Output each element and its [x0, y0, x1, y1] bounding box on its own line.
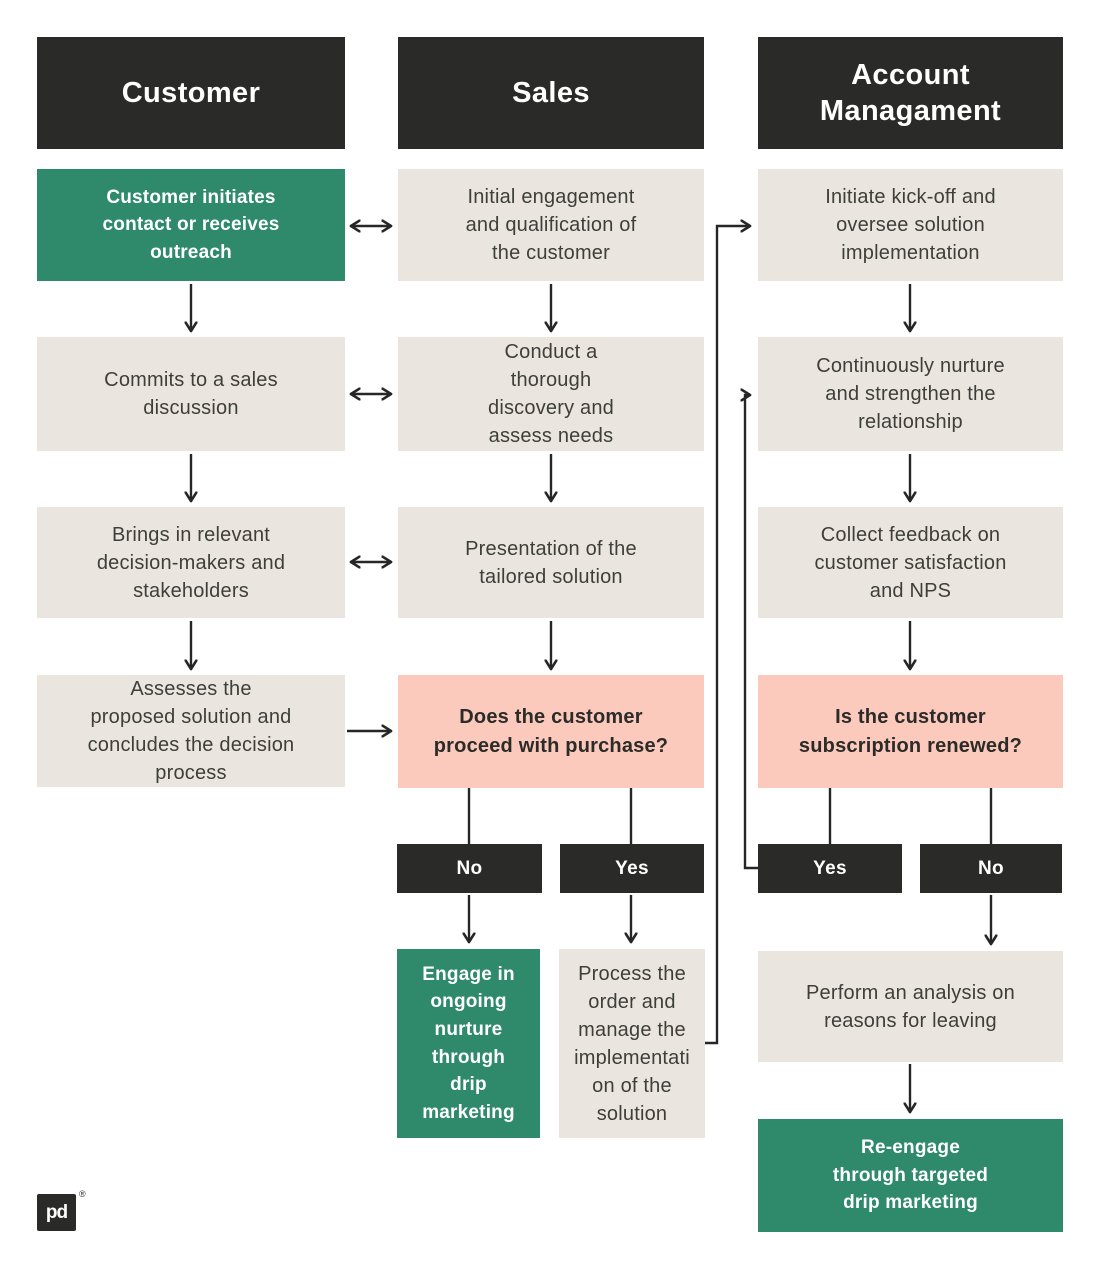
branch-account-yes: Yes	[758, 844, 902, 893]
pandadoc-logo: pd	[37, 1194, 76, 1231]
decision-subscription-renewed: Is the customer subscription renewed?	[758, 675, 1063, 788]
outcome-process-order: Process the order and manage the impleme…	[559, 949, 705, 1138]
decision-text: Is the customer subscription renewed?	[798, 705, 1023, 757]
branch-account-no: No	[920, 844, 1062, 893]
registered-trademark-symbol: ®	[79, 1189, 86, 1199]
branch-sales-no: No	[397, 844, 542, 893]
lane-header-account-management-label: Account Managament	[819, 58, 1002, 127]
step-collect-feedback: Collect feedback on customer satisfactio…	[758, 507, 1063, 618]
lane-header-customer-label: Customer	[121, 76, 261, 109]
step-customer-initiates-contact: Customer initiates contact or receives o…	[37, 169, 345, 281]
step-continuously-nurture: Continuously nurture and strengthen the …	[758, 337, 1063, 451]
outcome-reengage-drip-marketing: Re-engage through targeted drip marketin…	[758, 1119, 1063, 1232]
outcome-text: Perform an analysis on reasons for leavi…	[806, 981, 1015, 1032]
outcome-text: Process the order and manage the impleme…	[574, 962, 690, 1125]
step-initiate-kickoff: Initiate kick-off and oversee solution i…	[758, 169, 1063, 281]
lane-header-customer: Customer	[37, 37, 345, 149]
step-text: Customer initiates contact or receives o…	[102, 186, 280, 263]
step-text: Commits to a sales discussion	[104, 369, 278, 419]
outcome-text: Re-engage through targeted drip marketin…	[832, 1137, 989, 1214]
step-assesses-solution: Assesses the proposed solution and concl…	[37, 675, 345, 787]
step-commits-sales-discussion: Commits to a sales discussion	[37, 337, 345, 451]
step-brings-in-stakeholders: Brings in relevant decision-makers and s…	[37, 507, 345, 618]
step-text: Continuously nurture and strengthen the …	[816, 355, 1005, 433]
step-initial-engagement: Initial engagement and qualification of …	[398, 169, 704, 281]
branch-label: Yes	[615, 857, 649, 879]
step-text: Collect feedback on customer satisfactio…	[814, 523, 1007, 602]
step-presentation-solution: Presentation of the tailored solution	[398, 507, 704, 618]
branch-sales-yes: Yes	[560, 844, 704, 893]
branch-label: No	[978, 857, 1004, 879]
decision-text: Does the customer proceed with purchase?	[433, 705, 669, 757]
lane-header-sales-label: Sales	[512, 76, 590, 109]
pandadoc-logo-text: pd	[45, 1201, 68, 1223]
step-text: Conduct a thorough discovery and assess …	[488, 341, 614, 447]
step-text: Initial engagement and qualification of …	[465, 186, 637, 264]
decision-proceed-with-purchase: Does the customer proceed with purchase?	[398, 675, 704, 788]
branch-label: No	[456, 857, 483, 879]
step-text: Presentation of the tailored solution	[465, 537, 637, 588]
lane-header-account-management: Account Managament	[758, 37, 1063, 149]
step-text: Brings in relevant decision-makers and s…	[96, 523, 286, 602]
lane-header-sales: Sales	[398, 37, 704, 149]
step-conduct-discovery: Conduct a thorough discovery and assess …	[398, 337, 704, 451]
outcome-text: Engage in ongoing nurture through drip m…	[422, 963, 515, 1123]
step-text: Initiate kick-off and oversee solution i…	[825, 186, 996, 264]
branch-label: Yes	[813, 857, 847, 879]
outcome-engage-drip-marketing: Engage in ongoing nurture through drip m…	[397, 949, 540, 1138]
step-text: Assesses the proposed solution and concl…	[87, 678, 295, 784]
outcome-analysis-reasons-leaving: Perform an analysis on reasons for leavi…	[758, 951, 1063, 1062]
